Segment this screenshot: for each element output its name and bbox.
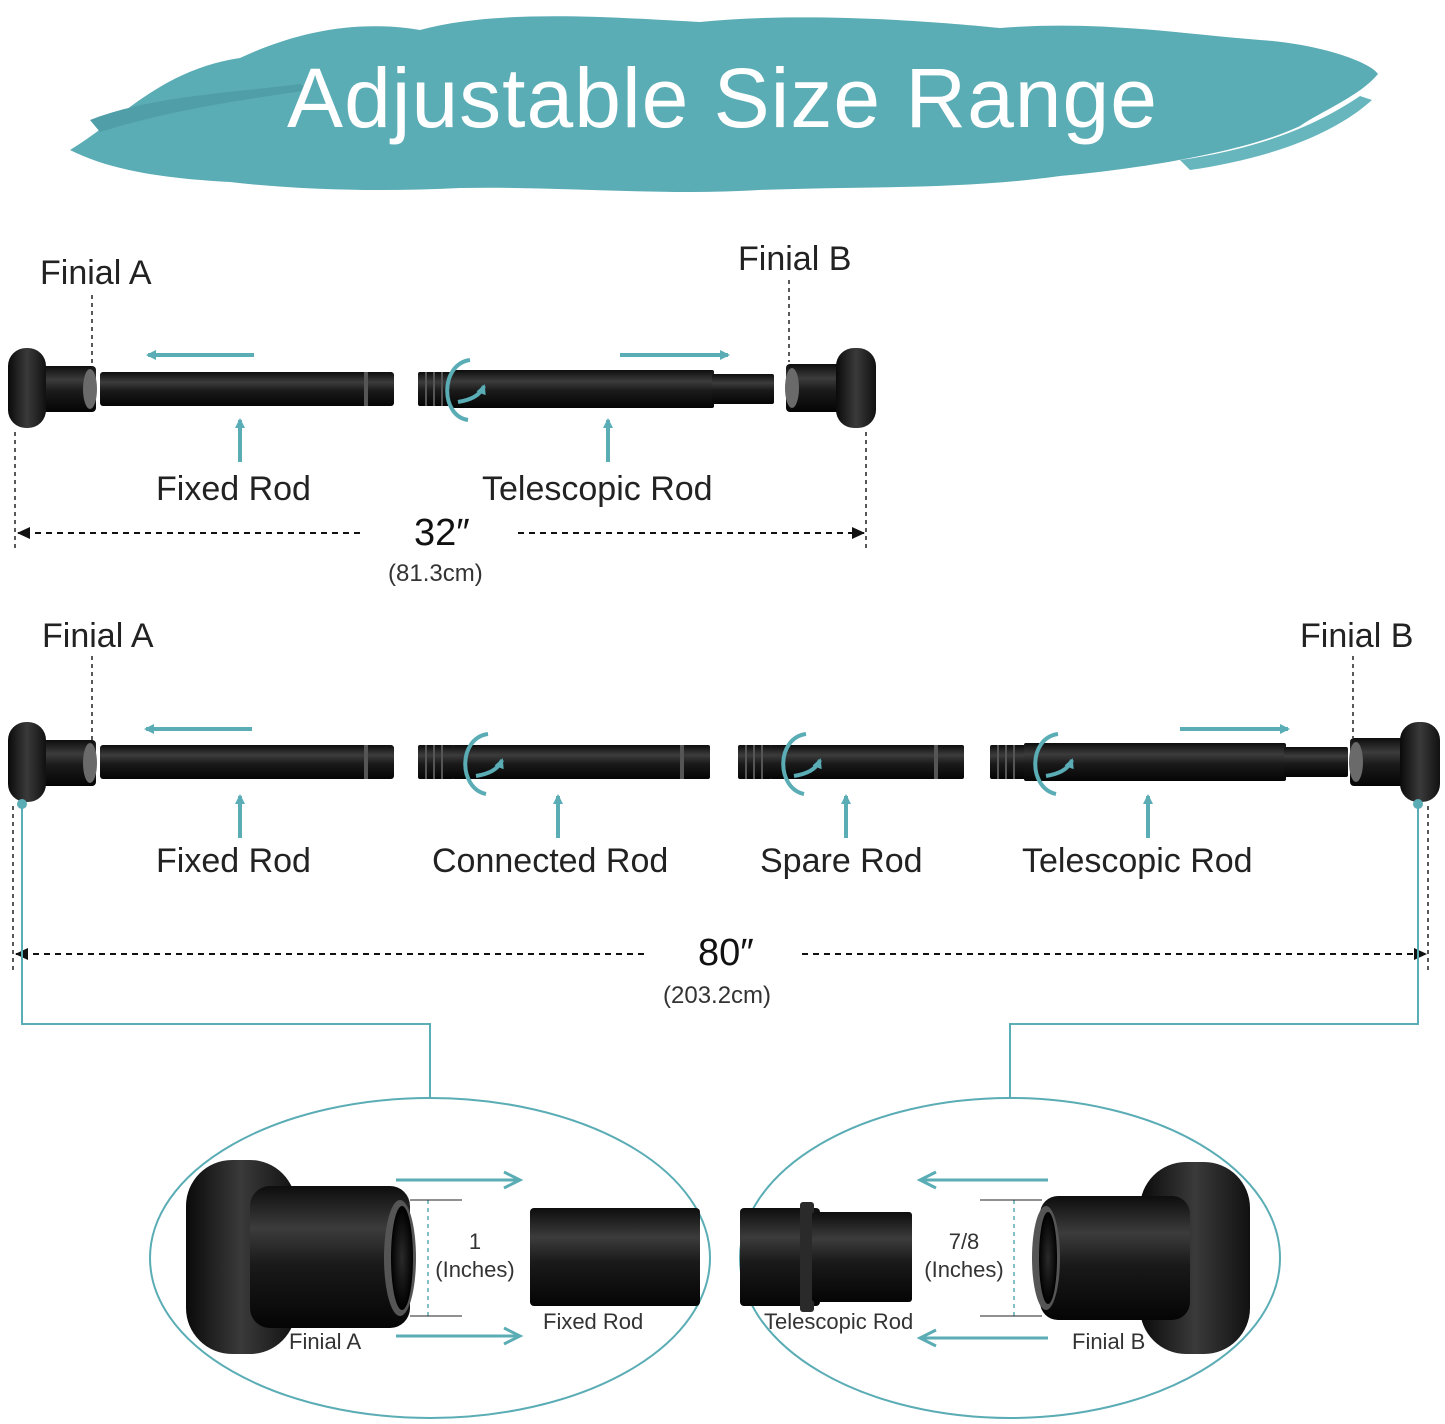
detail-right-size-value: 7/8: [948, 1229, 980, 1254]
detail-left: [149, 1097, 711, 1419]
top-finial-a-label: Finial A: [40, 254, 152, 292]
detail-left-size-value: 1: [468, 1229, 482, 1254]
top-telescopic-rod-label: Telescopic Rod: [482, 470, 713, 508]
bottom-telescopic-rod-label: Telescopic Rod: [1022, 842, 1253, 880]
bottom-length-cm: (203.2cm): [663, 982, 772, 1009]
bottom-spare-rod: [738, 732, 964, 796]
detail-left-finial-label: Finial A: [289, 1329, 362, 1354]
detail-left-size-unit: (Inches): [435, 1257, 515, 1282]
bottom-connected-rod-label: Connected Rod: [432, 842, 669, 880]
top-fixed-rod: [100, 372, 394, 406]
top-finial-a: [8, 348, 97, 428]
detail-right: [739, 1097, 1281, 1419]
detail-right-size-unit: (Inches): [924, 1257, 1004, 1282]
bottom-assembly: [8, 656, 1440, 1100]
bottom-spare-rod-label: Spare Rod: [760, 842, 923, 880]
top-finial-b-label: Finial B: [738, 240, 852, 278]
top-length-inches: 32″: [414, 512, 470, 554]
bottom-telescopic-rod: [990, 732, 1348, 796]
detail-right-size: 7/8 (Inches): [918, 1228, 1010, 1284]
bottom-fixed-rod: [100, 745, 394, 779]
top-fixed-rod-label: Fixed Rod: [156, 470, 311, 508]
top-finial-b: [785, 348, 876, 428]
bottom-finial-a: [8, 722, 97, 802]
detail-right-finial-label: Finial B: [1072, 1329, 1146, 1354]
top-telescopic-rod: [418, 358, 774, 422]
bottom-finial-a-label: Finial A: [42, 617, 154, 655]
detail-right-rod-label: Telescopic Rod: [764, 1309, 914, 1334]
page-title: Adjustable Size Range: [287, 51, 1158, 145]
bottom-fixed-rod-label: Fixed Rod: [156, 842, 311, 880]
bottom-connected-rod: [418, 732, 710, 796]
bottom-finial-b: [1349, 722, 1440, 802]
top-assembly: [8, 280, 876, 548]
bottom-finial-b-label: Finial B: [1300, 617, 1414, 655]
bottom-length-inches: 80″: [698, 932, 754, 974]
detail-left-size: 1 (Inches): [430, 1228, 520, 1284]
top-length-cm: (81.3cm): [388, 560, 483, 587]
title-banner: [70, 16, 1378, 192]
detail-left-rod-label: Fixed Rod: [543, 1309, 644, 1334]
